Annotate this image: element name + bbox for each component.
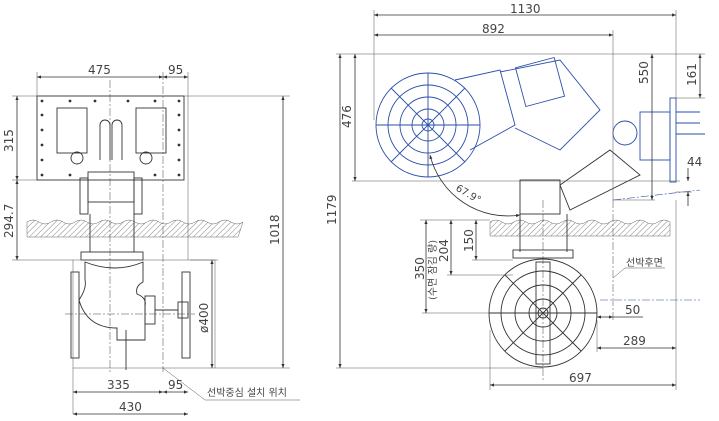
shaft-nut <box>177 301 189 319</box>
dim-1179: 1179 <box>325 194 339 225</box>
dim-430: 430 <box>119 400 142 414</box>
front-view: 1130 892 476 1179 550 161 44 67.9° 150 2… <box>325 2 705 390</box>
dim-475: 475 <box>88 63 111 77</box>
plate-bolts <box>40 99 181 177</box>
raised-impeller <box>375 56 705 301</box>
dim-150: 150 <box>462 229 476 252</box>
dim-44: 44 <box>687 155 702 169</box>
dim-315: 315 <box>2 129 16 152</box>
dim-1018: 1018 <box>268 214 282 245</box>
right-cage <box>181 271 191 359</box>
stern-label: 선박후면 <box>626 257 663 269</box>
dim-350-note: (수면 잠김 량) <box>427 240 439 300</box>
hydraulic-pipes <box>99 119 123 160</box>
dim-697: 697 <box>569 371 592 385</box>
dim-350: 350 <box>413 257 427 280</box>
dim-476: 476 <box>340 105 354 128</box>
thruster-housing <box>78 261 146 341</box>
left-gauge <box>70 151 84 165</box>
left-cage <box>70 271 80 359</box>
dim-161: 161 <box>685 63 699 86</box>
side-view: 475 95 315 294.7 1018 ø400 335 95 430 선박… <box>2 63 300 416</box>
waterline-hatch <box>26 219 244 238</box>
dim-294-7: 294.7 <box>2 204 16 238</box>
dim-dia-400: ø400 <box>197 303 211 333</box>
dim-50: 50 <box>625 303 640 317</box>
left-actuator <box>56 107 88 154</box>
pivot-joint <box>612 120 638 146</box>
dim-95-top: 95 <box>168 63 183 77</box>
stowing-arm <box>559 149 641 211</box>
raised-arm <box>499 59 601 151</box>
dim-550: 550 <box>637 61 651 84</box>
dim-angle: 67.9° <box>454 183 483 206</box>
dim-1130: 1130 <box>510 2 541 16</box>
lower-flange <box>80 251 144 261</box>
right-actuator <box>135 107 167 154</box>
dim-892: 892 <box>482 22 505 36</box>
right-gauge <box>139 151 153 165</box>
valve-block <box>87 171 135 203</box>
dim-289: 289 <box>623 334 646 348</box>
ship-center-label: 선박중심 설치 위치 <box>207 386 287 399</box>
dim-204: 204 <box>437 239 451 262</box>
right-cylinder <box>133 177 143 215</box>
dim-95-bottom: 95 <box>168 378 183 392</box>
mounting-plate <box>36 95 185 181</box>
mount-flange-blue <box>669 97 677 183</box>
mount-bracket <box>519 179 561 215</box>
motor-flange <box>144 295 156 325</box>
waterline-hatch-front <box>489 219 671 237</box>
left-cylinder <box>79 177 89 215</box>
dim-335: 335 <box>107 378 130 392</box>
